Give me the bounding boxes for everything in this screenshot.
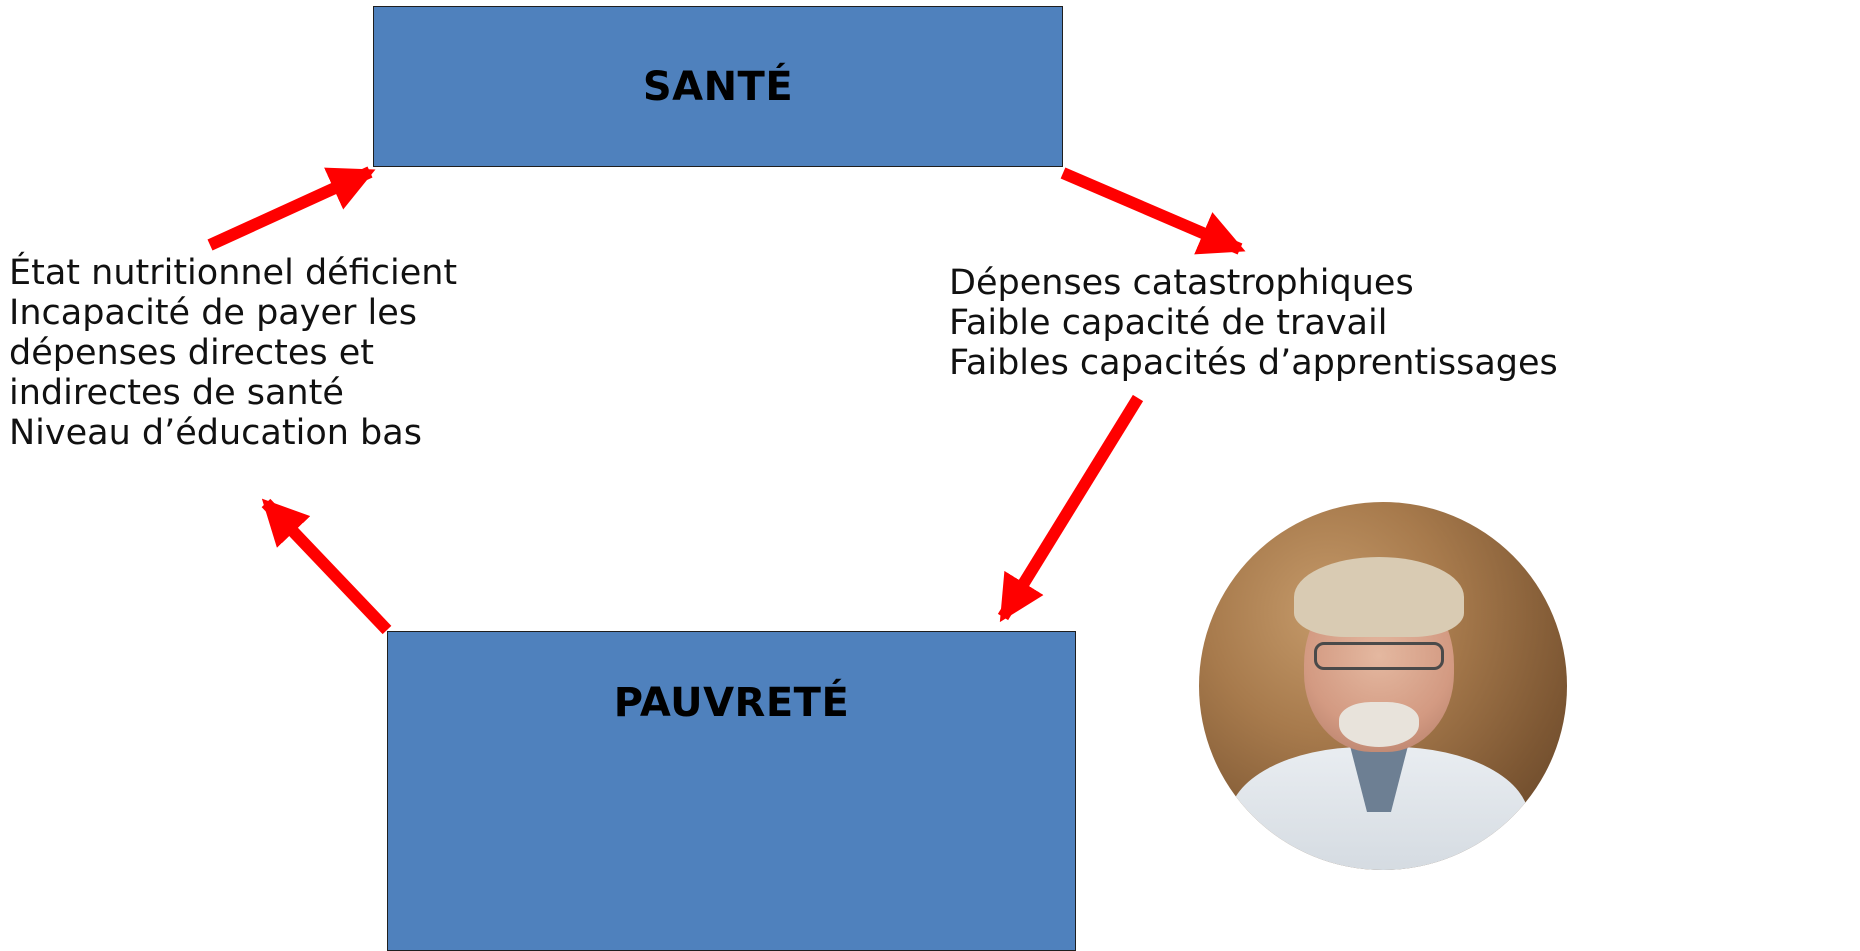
left-factor-line: indirectes de santé bbox=[9, 373, 344, 413]
right-factor-line: Dépenses catastrophiques bbox=[949, 263, 1414, 303]
left-factors-text: État nutritionnel déficient Incapacité d… bbox=[9, 253, 457, 453]
sante-label: SANTÉ bbox=[642, 63, 794, 110]
arrow-pauvrete-to-left bbox=[261, 498, 392, 635]
sante-box: SANTÉ bbox=[373, 6, 1063, 167]
right-factor-line: Faible capacité de travail bbox=[949, 303, 1388, 343]
pauvrete-label: PAUVRETÉ bbox=[613, 680, 850, 726]
arrow-right-down-to-pauvrete bbox=[997, 394, 1144, 623]
right-factor-line: Faibles capacités d’apprentissages bbox=[949, 343, 1558, 383]
presenter-avatar bbox=[1199, 502, 1567, 870]
avatar-hair bbox=[1294, 557, 1464, 637]
left-factor-line: dépenses directes et bbox=[9, 333, 375, 373]
left-factor-line: Niveau d’éducation bas bbox=[9, 413, 422, 453]
left-factor-line: État nutritionnel déficient bbox=[9, 253, 458, 293]
left-factor-line: Incapacité de payer les bbox=[9, 293, 418, 333]
avatar-glasses bbox=[1314, 642, 1444, 670]
right-factors-text: Dépenses catastrophiques Faible capacité… bbox=[949, 263, 1558, 383]
avatar-beard bbox=[1339, 702, 1419, 747]
arrow-left-up-to-sante bbox=[207, 166, 376, 251]
arrow-sante-to-right bbox=[1060, 167, 1246, 255]
